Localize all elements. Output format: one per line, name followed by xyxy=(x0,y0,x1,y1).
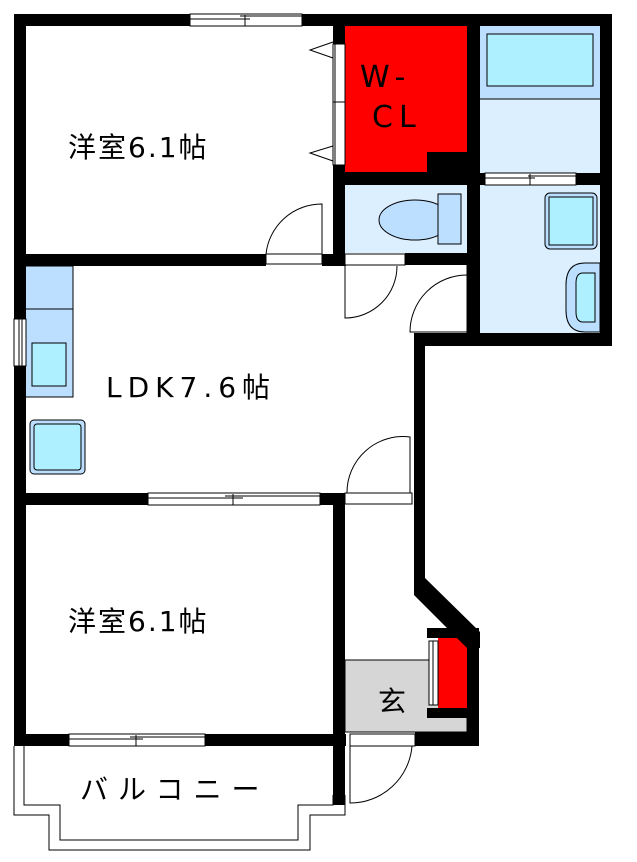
walls xyxy=(14,14,612,805)
door-swings xyxy=(265,203,468,804)
closet-folding-doors xyxy=(308,41,346,166)
toilet-area xyxy=(345,185,467,253)
closet-label-line1: W- xyxy=(360,60,412,95)
bathroom-area xyxy=(480,25,600,175)
room-label-closet: W- CL xyxy=(360,58,422,138)
balcony-outline xyxy=(13,746,346,851)
room-label-western-2: 洋室6.1帖 xyxy=(68,605,209,638)
shoe-cabinet xyxy=(427,628,475,718)
closet-label-line2: CL xyxy=(372,100,422,135)
room-label-ldk: LDK7.6帖 xyxy=(106,371,277,404)
room-label-western-1: 洋室6.1帖 xyxy=(68,131,209,164)
room-label-balcony: バルコニー xyxy=(80,773,270,806)
kitchen-counter xyxy=(24,265,74,398)
windows xyxy=(13,13,577,747)
refrigerator xyxy=(29,419,86,475)
room-label-entrance: 玄 xyxy=(378,685,409,718)
washroom-area xyxy=(480,185,601,333)
